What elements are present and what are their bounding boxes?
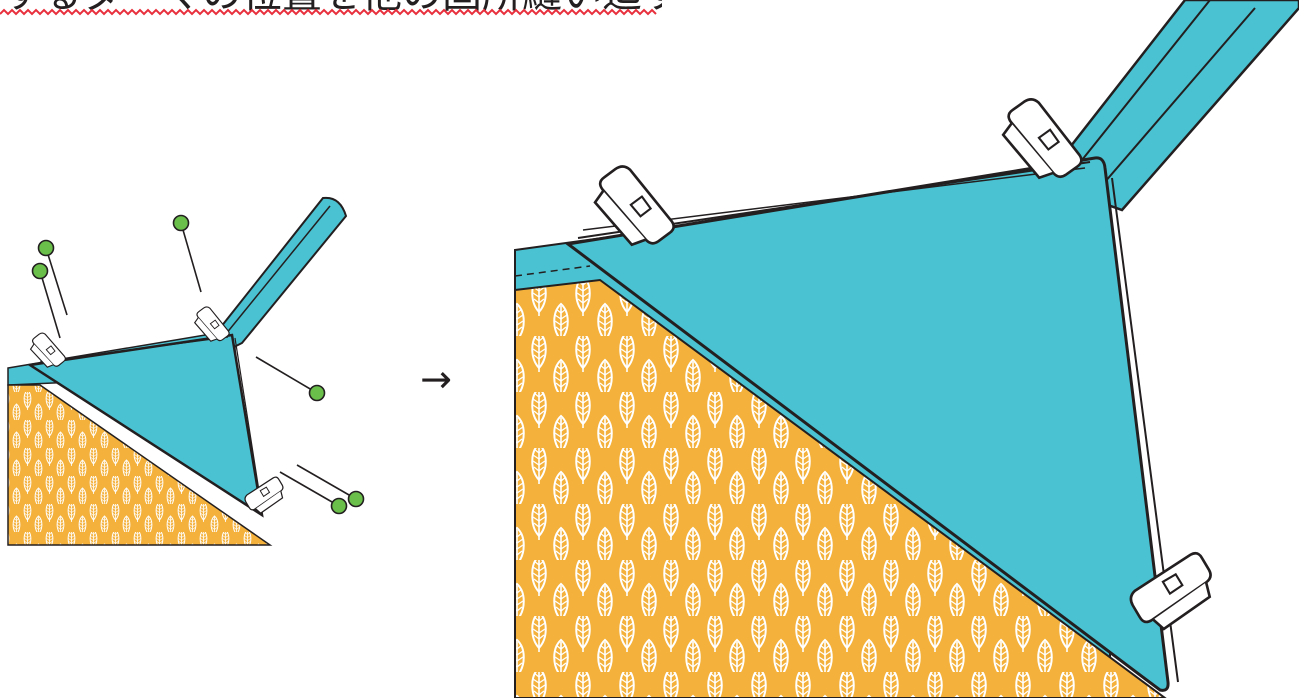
step-small-diagram <box>8 198 364 545</box>
pin-icon <box>181 223 201 292</box>
pin-icon <box>256 357 317 393</box>
svg-text:→: → <box>420 357 452 401</box>
pin-icon <box>280 472 339 506</box>
pin-icon <box>297 465 356 499</box>
arrow-right-icon: → <box>420 357 452 401</box>
pin-icon <box>46 248 67 315</box>
step-zoomed-diagram <box>515 0 1299 698</box>
